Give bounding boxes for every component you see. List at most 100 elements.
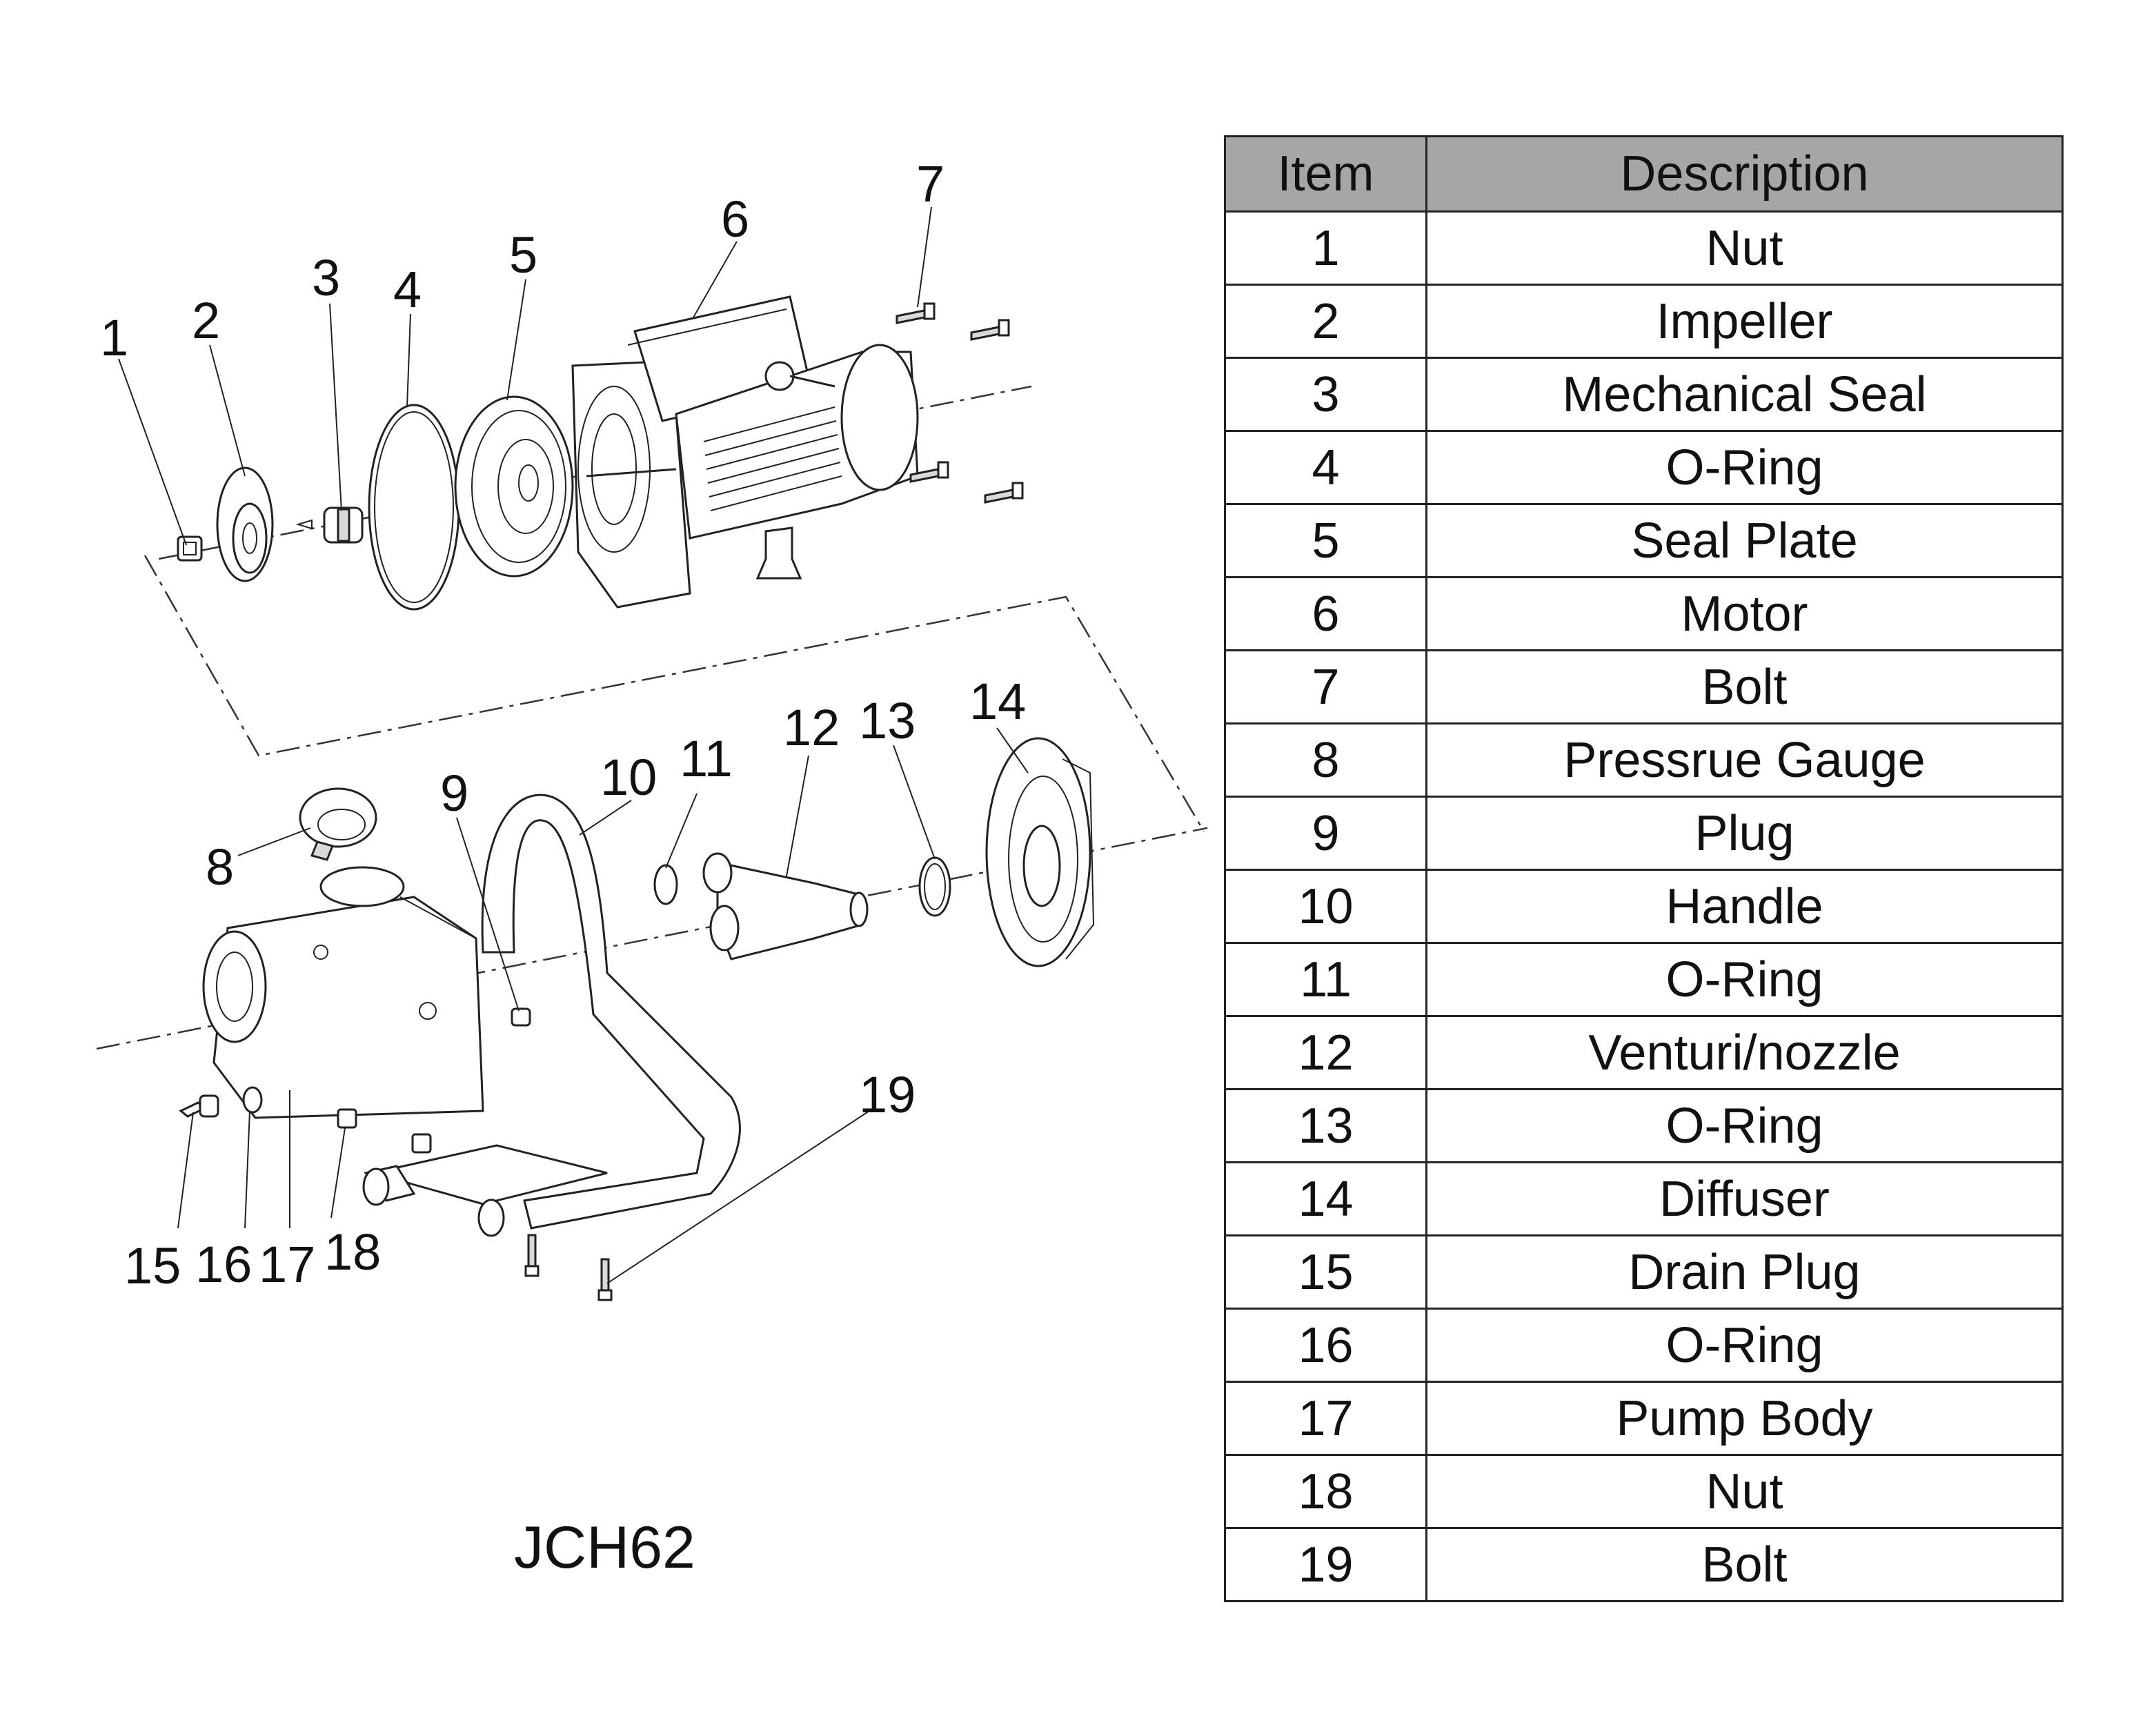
callout-8: 8 bbox=[206, 838, 234, 896]
item-description: O-Ring bbox=[1425, 1088, 2064, 1163]
item-number: 17 bbox=[1224, 1381, 1427, 1456]
callout-14: 14 bbox=[969, 673, 1026, 730]
item-description: Motor bbox=[1425, 576, 2064, 651]
part-o-ring-13 bbox=[918, 856, 951, 917]
item-number: 19 bbox=[1224, 1527, 1427, 1602]
item-description: Nut bbox=[1425, 1454, 2064, 1529]
part-nut-1 bbox=[177, 535, 203, 562]
part-o-ring-11 bbox=[653, 864, 678, 905]
item-number: 13 bbox=[1224, 1088, 1427, 1163]
item-description: Impeller bbox=[1425, 284, 2064, 359]
part-seal-plate-5 bbox=[454, 395, 574, 578]
part-bolts-19 bbox=[524, 1234, 613, 1301]
callout-17: 17 bbox=[259, 1236, 315, 1293]
item-description: Mechanical Seal bbox=[1425, 357, 2064, 432]
item-description: Nut bbox=[1425, 210, 2064, 286]
callout-10: 10 bbox=[600, 749, 657, 806]
part-bolts-7 bbox=[896, 302, 1024, 504]
item-number: 5 bbox=[1224, 503, 1427, 578]
part-diffuser-14 bbox=[985, 737, 1095, 967]
item-description: O-Ring bbox=[1425, 942, 2064, 1017]
item-description: Seal Plate bbox=[1425, 503, 2064, 578]
callout-2: 2 bbox=[192, 292, 220, 349]
part-pressure-gauge-8 bbox=[299, 787, 377, 861]
item-number: 14 bbox=[1224, 1161, 1427, 1236]
item-number: 16 bbox=[1224, 1308, 1427, 1383]
item-number: 1 bbox=[1224, 210, 1427, 286]
item-description: O-Ring bbox=[1425, 430, 2064, 505]
item-number: 15 bbox=[1224, 1234, 1427, 1310]
item-number: 6 bbox=[1224, 576, 1427, 651]
item-number: 3 bbox=[1224, 357, 1427, 432]
header-item: Item bbox=[1224, 135, 1427, 213]
item-number: 11 bbox=[1224, 942, 1427, 1017]
part-venturi-nozzle-12 bbox=[702, 852, 869, 960]
item-number: 10 bbox=[1224, 869, 1427, 944]
callout-9: 9 bbox=[440, 765, 468, 822]
part-impeller-2 bbox=[216, 466, 274, 582]
item-description: Pump Body bbox=[1425, 1381, 2064, 1456]
callout-15: 15 bbox=[124, 1237, 181, 1294]
item-description: Drain Plug bbox=[1425, 1234, 2064, 1310]
callout-11: 11 bbox=[680, 730, 733, 787]
item-number: 12 bbox=[1224, 1015, 1427, 1090]
item-description: Handle bbox=[1425, 869, 2064, 944]
item-description: Bolt bbox=[1425, 1527, 2064, 1602]
item-number: 2 bbox=[1224, 284, 1427, 359]
part-o-ring-16 bbox=[242, 1086, 263, 1114]
part-plug-9 bbox=[511, 1007, 531, 1027]
callout-leader-lines bbox=[118, 206, 1029, 1284]
callout-4: 4 bbox=[393, 261, 422, 318]
item-number: 4 bbox=[1224, 430, 1427, 505]
part-drain-plug-15 bbox=[179, 1094, 219, 1118]
callout-19: 19 bbox=[859, 1066, 916, 1123]
item-description: O-Ring bbox=[1425, 1308, 2064, 1383]
item-number: 18 bbox=[1224, 1454, 1427, 1529]
item-description: Pressrue Gauge bbox=[1425, 722, 2064, 798]
part-mechanical-seal-3 bbox=[295, 506, 364, 544]
item-description: Plug bbox=[1425, 796, 2064, 871]
item-description: Venturi/nozzle bbox=[1425, 1015, 2064, 1090]
item-number: 7 bbox=[1224, 649, 1427, 724]
item-number: 8 bbox=[1224, 722, 1427, 798]
callout-13: 13 bbox=[859, 692, 916, 749]
callout-1: 1 bbox=[100, 309, 128, 366]
callout-3: 3 bbox=[312, 249, 340, 306]
callout-labels: 1 2 3 4 5 6 7 8 9 10 11 12 13 14 15 16 1… bbox=[100, 155, 1026, 1294]
header-description: Description bbox=[1425, 135, 2064, 213]
item-description: Bolt bbox=[1425, 649, 2064, 724]
part-nuts-18 bbox=[337, 1108, 432, 1154]
model-label: JCH62 bbox=[514, 1515, 695, 1581]
table-header-row: Item Description bbox=[1224, 135, 2064, 213]
item-number: 9 bbox=[1224, 796, 1427, 871]
exploded-view-diagram: 1 2 3 4 5 6 7 8 9 10 11 12 13 14 15 16 1… bbox=[96, 155, 1208, 1581]
callout-18: 18 bbox=[324, 1223, 381, 1281]
part-pump-body-17 bbox=[202, 866, 484, 1119]
part-o-ring-4 bbox=[368, 404, 460, 611]
part-motor-6 bbox=[571, 295, 919, 609]
part-handle-10 bbox=[362, 793, 741, 1237]
callout-6: 6 bbox=[721, 190, 749, 248]
callout-5: 5 bbox=[509, 226, 537, 284]
callout-12: 12 bbox=[783, 699, 840, 756]
item-description: Diffuser bbox=[1425, 1161, 2064, 1236]
callout-7: 7 bbox=[916, 155, 945, 213]
